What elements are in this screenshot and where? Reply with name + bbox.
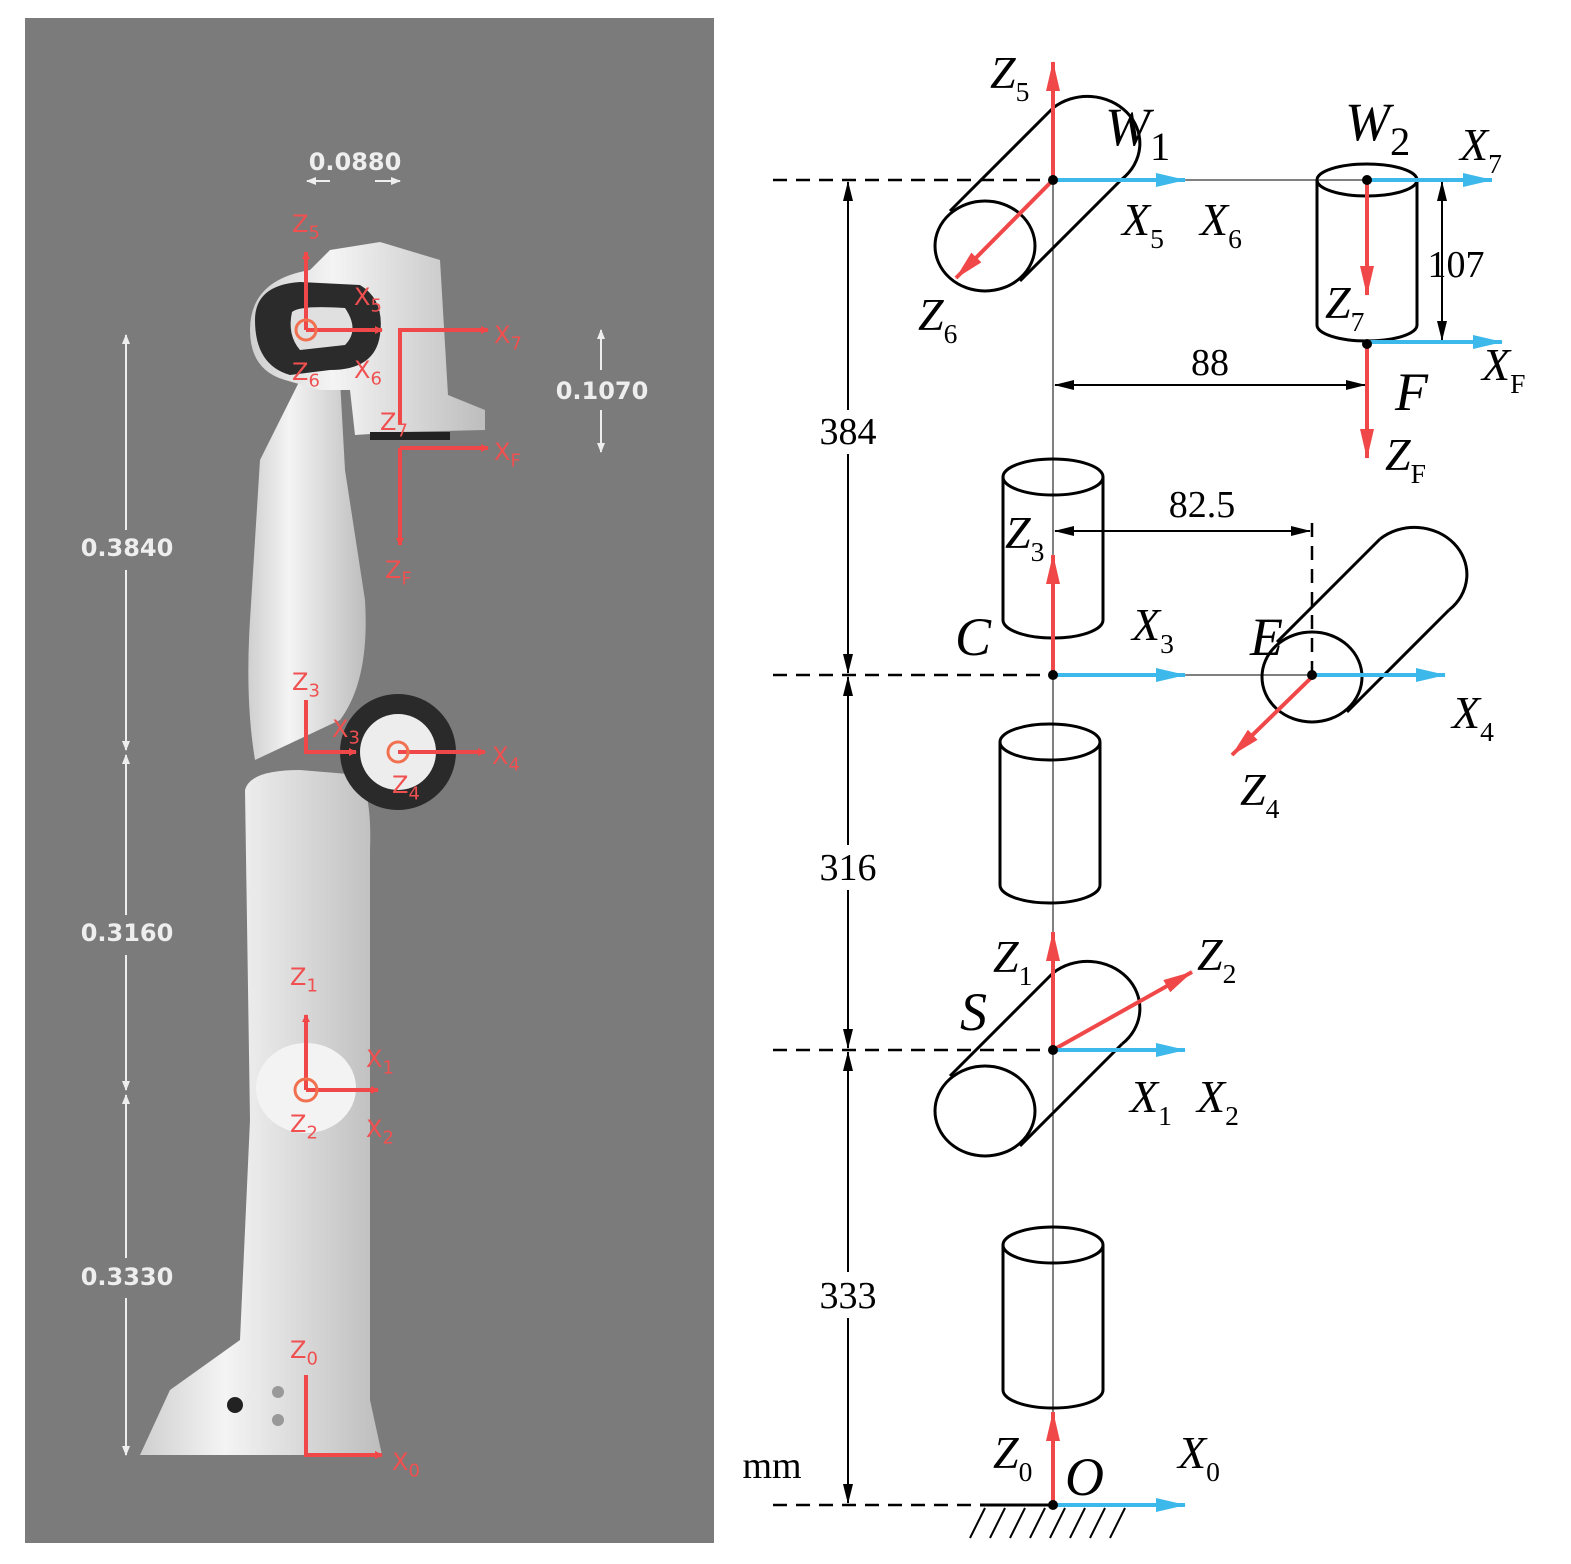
right-label-z6: Z6 (918, 289, 957, 349)
left-label-x5: X5 (354, 283, 382, 317)
cylinder-joint-base (1001, 1225, 1105, 1410)
dim-label-0.3840: 0.3840 (81, 534, 174, 562)
dim-82.5: 82.5 (1169, 484, 1236, 526)
right-label-z5: Z5 (990, 47, 1029, 107)
left-label-z5: Z5 (292, 210, 320, 244)
left-label-z1: Z1 (290, 963, 318, 997)
point-label-o: O (1065, 1447, 1104, 1507)
left-label-x4: X4 (492, 742, 520, 776)
right-label-x6: X6 (1198, 194, 1242, 254)
point-label-s: S (960, 982, 987, 1042)
left-label-xf: XF (494, 438, 521, 472)
dim-label-0.3160: 0.3160 (81, 919, 174, 947)
x-axis-arrows (1053, 173, 1503, 1512)
left-label-z2: Z2 (290, 1110, 318, 1144)
left-label-z0: Z0 (290, 1336, 318, 1370)
right-label-x5: X5 (1120, 194, 1164, 254)
right-label-z0: Z0 (993, 1427, 1032, 1487)
right-label-x1: X1 (1128, 1071, 1172, 1131)
point-label-w1: W1 (1105, 97, 1170, 169)
cylinder-joint-w1 (933, 94, 1142, 293)
right-label-x0: X0 (1176, 1427, 1220, 1487)
left-label-z3: Z3 (292, 668, 320, 702)
cylinder-joint-e (1260, 525, 1469, 724)
dim-label-0.3330: 0.3330 (81, 1263, 174, 1291)
left-label-z4: Z4 (392, 771, 420, 805)
right-dimension-labels: 384 316 333 88 82.5 107 mm (742, 244, 1484, 1487)
kinematic-schematic (773, 61, 1503, 1539)
dim-88: 88 (1191, 342, 1229, 384)
robot-photo-panel: 0.0880 0.1070 0.3840 0.3160 0.3330 Z5X5Z… (25, 18, 714, 1543)
left-label-z7: Z7 (380, 408, 408, 442)
right-label-zf: ZF (1385, 429, 1426, 489)
unit-label: mm (742, 1445, 801, 1487)
left-label-z6: Z6 (292, 358, 320, 392)
dim-label-0.1070: 0.1070 (556, 377, 649, 405)
right-label-x7: X7 (1458, 119, 1502, 179)
frame-origin-dots (1048, 175, 1372, 1510)
dim-107: 107 (1428, 244, 1485, 286)
dim-384: 384 (820, 411, 877, 453)
dim-label-0.0880: 0.0880 (309, 148, 402, 176)
right-label-xf: XF (1480, 339, 1525, 399)
left-dimension-labels: 0.0880 0.1070 0.3840 0.3160 0.3330 (81, 148, 649, 1291)
right-label-x2: X2 (1195, 1071, 1239, 1131)
right-label-z4: Z4 (1240, 764, 1280, 824)
point-label-w2: W2 (1345, 92, 1410, 164)
left-label-x1: X1 (366, 1045, 394, 1079)
ground-hatch (969, 1503, 1126, 1539)
joint-cylinders (933, 94, 1469, 1410)
point-label-f: F (1394, 362, 1429, 422)
cylinder-joint-s (933, 959, 1142, 1158)
right-label-z3: Z3 (1005, 507, 1044, 567)
left-label-x7: X7 (494, 321, 522, 355)
point-label-c: C (955, 607, 992, 667)
left-label-x3: X3 (332, 715, 360, 749)
left-label-x2: X2 (366, 1115, 394, 1149)
left-label-x0: X0 (392, 1448, 420, 1482)
right-label-z1: Z1 (993, 931, 1032, 991)
left-label-zf: ZF (385, 556, 412, 590)
right-label-z7: Z7 (1325, 277, 1364, 337)
dashed-reference-lines (773, 178, 1314, 1507)
dim-316: 316 (820, 847, 877, 889)
point-label-e: E (1249, 607, 1283, 667)
left-frame-axes (293, 251, 489, 1459)
dimension-lines (843, 179, 1460, 1504)
cylinder-joint-mid (998, 722, 1102, 905)
right-label-x3: X3 (1130, 599, 1174, 659)
left-label-x6: X6 (354, 356, 382, 390)
left-dimension-arrows (122, 177, 605, 1456)
right-label-x4: X4 (1450, 687, 1494, 747)
dim-333: 333 (820, 1275, 877, 1317)
z-axis-arrows (954, 61, 1374, 1505)
right-label-z2: Z2 (1197, 929, 1236, 989)
